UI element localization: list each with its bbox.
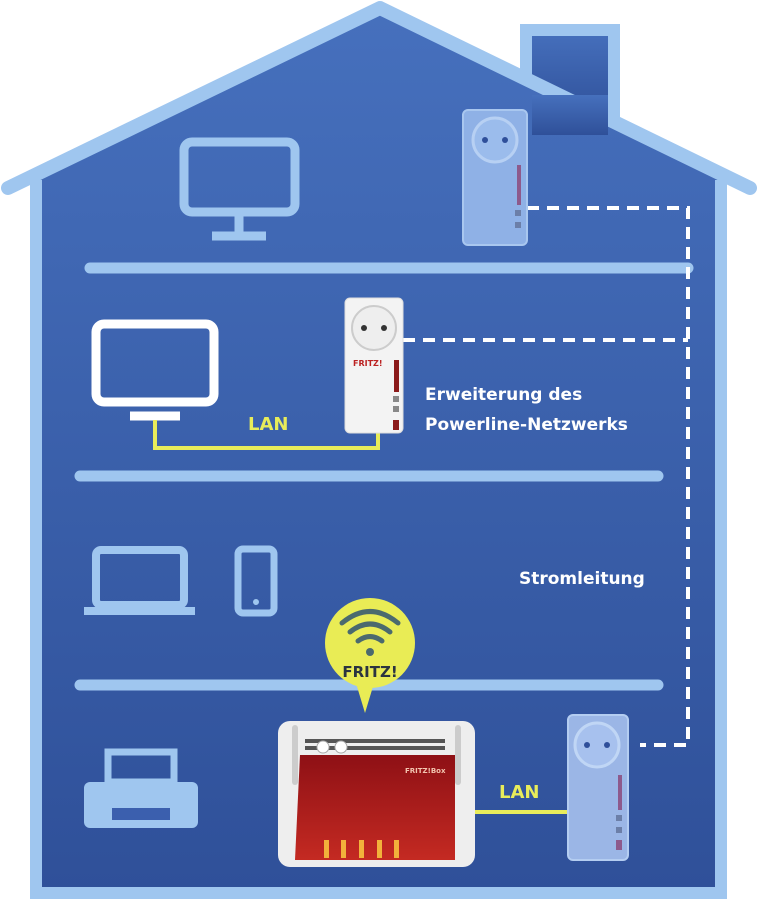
power-line-label: Stromleitung bbox=[519, 569, 645, 589]
powerline-adapter-icon bbox=[567, 714, 629, 861]
smartphone-icon bbox=[234, 545, 278, 617]
router-icon: FRITZ!Box bbox=[278, 721, 475, 867]
extension-label-line2: Powerline-Netzwerks bbox=[425, 415, 628, 435]
lan-cable bbox=[153, 420, 380, 450]
lan-label: LAN bbox=[248, 414, 288, 435]
wifi-brand-label: FRITZ! bbox=[342, 663, 397, 681]
tv-icon bbox=[91, 319, 219, 421]
wifi-icon bbox=[339, 609, 401, 644]
svg-text:FRITZ!: FRITZ! bbox=[353, 359, 383, 368]
powerline-adapter-icon bbox=[462, 109, 528, 246]
wifi-bubble: FRITZ! bbox=[325, 598, 415, 713]
extension-label-line1: Erweiterung des bbox=[425, 385, 582, 405]
printer-icon bbox=[84, 748, 198, 828]
monitor-icon bbox=[179, 137, 300, 241]
power-line-dashed bbox=[403, 206, 690, 747]
lan-label: LAN bbox=[499, 782, 539, 803]
laptop-icon bbox=[84, 546, 195, 615]
svg-text:FRITZ!Box: FRITZ!Box bbox=[405, 767, 446, 775]
powerline-adapter-icon: FRITZ! bbox=[344, 297, 404, 434]
